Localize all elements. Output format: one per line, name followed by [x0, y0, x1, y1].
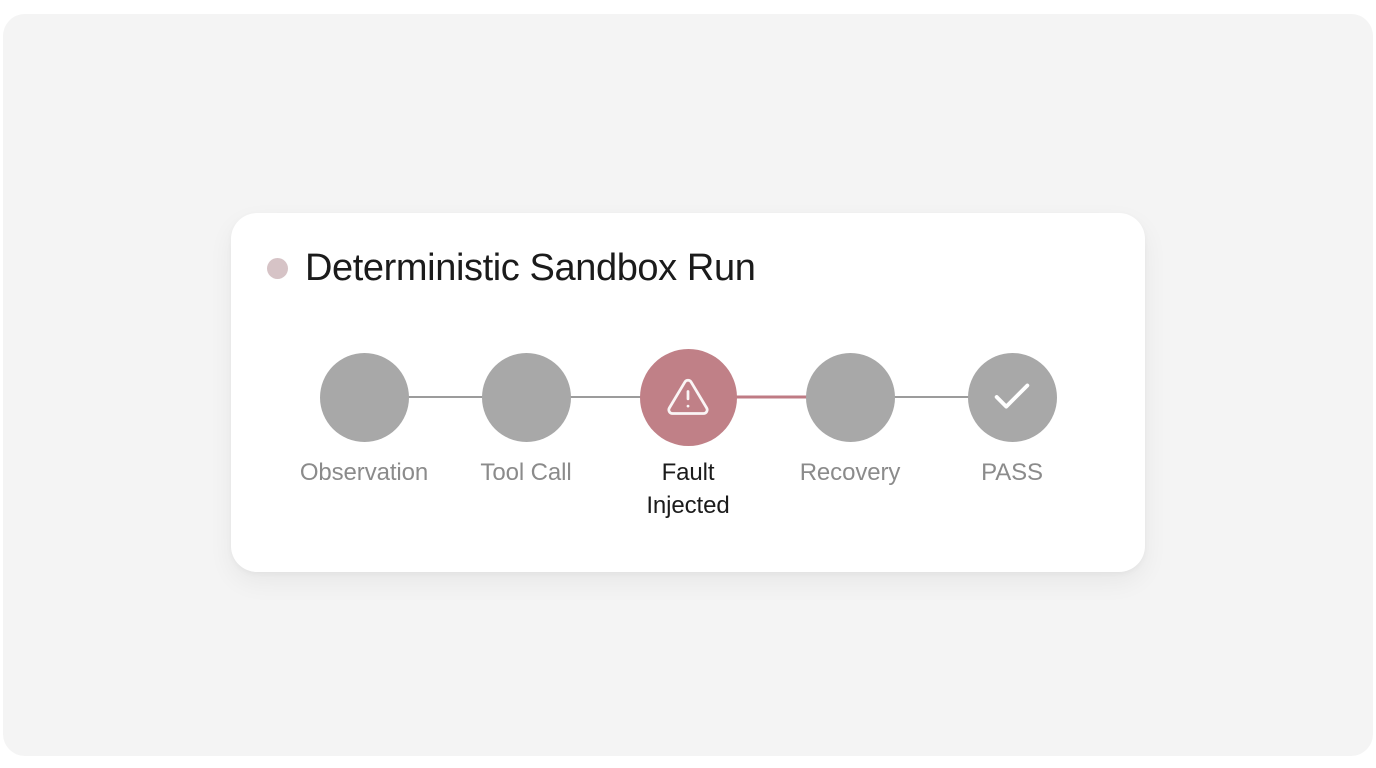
warning-triangle-icon [666, 375, 710, 419]
check-icon [989, 374, 1035, 420]
label-pass: PASS [931, 456, 1093, 522]
pipeline-step-pass[interactable] [931, 347, 1093, 447]
pipeline-step-fault-injected[interactable] [607, 347, 850, 447]
label-fault-injected: Fault Injected [607, 456, 769, 522]
page-title: Deterministic Sandbox Run [305, 247, 756, 289]
label-pass-line1: PASS [981, 459, 1043, 486]
node-tool-call[interactable] [481, 352, 571, 442]
pipeline-step-recovery[interactable] [769, 347, 1012, 447]
background-panel: Deterministic Sandbox Run [3, 14, 1373, 756]
node-observation[interactable] [319, 352, 409, 442]
connector-observation-toolcall [364, 396, 526, 398]
pipeline-labels: Observation Tool Call Fault Injected Rec… [283, 456, 1093, 522]
status-dot-icon [267, 257, 288, 279]
connector-fault-recovery [688, 395, 850, 399]
pipeline-step-observation[interactable] [283, 347, 526, 447]
label-observation-line1: Observation [299, 459, 429, 486]
label-fault-injected-line1: Fault [661, 459, 715, 486]
label-fault-injected-line2: Injected [646, 492, 730, 519]
label-recovery: Recovery [769, 456, 931, 522]
connector-recovery-pass [850, 396, 1012, 398]
sandbox-run-card: Deterministic Sandbox Run [231, 213, 1145, 572]
label-tool-call: Tool Call [445, 456, 607, 522]
run-pipeline [283, 347, 1093, 447]
label-recovery-line1: Recovery [799, 459, 901, 486]
node-pass[interactable] [967, 352, 1057, 442]
pipeline-track [283, 347, 1093, 447]
label-observation: Observation [283, 456, 445, 522]
label-tool-call-line1: Tool Call [480, 459, 572, 486]
node-recovery[interactable] [805, 352, 895, 442]
pipeline-step-tool-call[interactable] [445, 347, 688, 447]
card-header: Deterministic Sandbox Run [267, 247, 756, 289]
node-fault-injected[interactable] [639, 348, 737, 446]
connector-toolcall-fault [526, 396, 688, 398]
